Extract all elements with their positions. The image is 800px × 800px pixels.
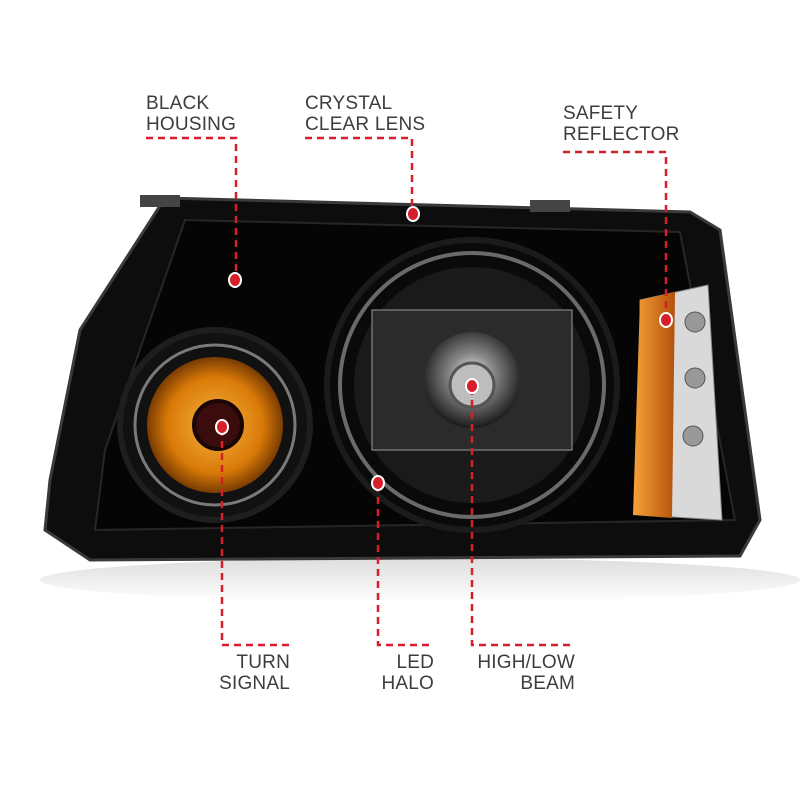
label-line: HIGH/LOW bbox=[477, 652, 575, 673]
reflector-led bbox=[684, 367, 706, 389]
mount-tab bbox=[140, 195, 180, 207]
callout-dot bbox=[228, 272, 242, 288]
callout-lines bbox=[146, 136, 668, 647]
label-line: TURN bbox=[236, 652, 290, 673]
label-line: BLACK bbox=[146, 93, 210, 114]
reflector-led bbox=[684, 311, 706, 333]
label-line: SIGNAL bbox=[219, 673, 290, 694]
callout-line-safety-reflector bbox=[563, 150, 668, 318]
callout-dots bbox=[215, 206, 673, 491]
label-crystal-clear-lens: CRYSTAL CLEAR LENS bbox=[305, 93, 425, 135]
label-led-halo: LED HALO bbox=[381, 652, 434, 694]
floor-shadow bbox=[40, 558, 800, 602]
label-line: CRYSTAL bbox=[305, 93, 393, 114]
callout-line-turn-signal bbox=[220, 429, 290, 647]
label-line: REFLECTOR bbox=[563, 124, 680, 145]
reflector-led bbox=[682, 425, 704, 447]
label-black-housing: BLACK HOUSING bbox=[146, 93, 236, 135]
label-line: LED bbox=[396, 652, 434, 673]
label-turn-signal: TURN SIGNAL bbox=[219, 652, 290, 694]
safety-reflector bbox=[633, 292, 675, 518]
label-safety-reflector: SAFETY REFLECTOR bbox=[563, 103, 680, 145]
label-line: HALO bbox=[381, 673, 434, 694]
label-line: BEAM bbox=[520, 673, 575, 694]
label-high-low-beam: HIGH/LOW BEAM bbox=[477, 652, 575, 694]
callout-line-high-low-beam bbox=[470, 388, 575, 647]
label-line: SAFETY bbox=[563, 103, 639, 124]
callout-dot bbox=[215, 419, 229, 435]
label-line: HOUSING bbox=[146, 114, 237, 135]
callout-dot bbox=[371, 475, 385, 491]
callout-dot bbox=[406, 206, 420, 222]
led-halo-ring bbox=[338, 251, 606, 519]
callout-dot bbox=[659, 312, 673, 328]
callout-dot bbox=[465, 378, 479, 394]
callout-line-led-halo bbox=[376, 485, 434, 647]
callout-line-crystal-lens bbox=[305, 136, 414, 212]
turn-signal-halo-ring bbox=[133, 343, 297, 507]
callout-line-black-housing bbox=[146, 136, 238, 278]
label-line: CLEAR LENS bbox=[305, 114, 426, 135]
mount-tab bbox=[530, 200, 570, 212]
